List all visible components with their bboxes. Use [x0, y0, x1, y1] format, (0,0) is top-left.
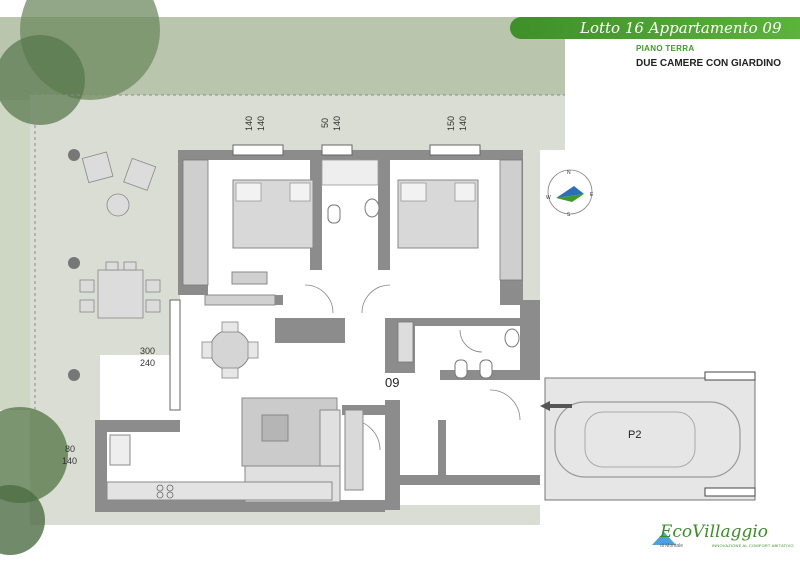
tree-icon: [0, 35, 85, 125]
parking-space: [544, 377, 756, 501]
outdoor-furniture: [79, 151, 161, 319]
page-title: Lotto 16 Appartamento 09: [580, 19, 782, 37]
car-outline: [554, 401, 741, 478]
dimension-label: 140: [458, 115, 468, 131]
dimension-label: 140: [62, 456, 78, 466]
dining-table-icon: [209, 329, 251, 371]
logo-eco: Eco: [660, 522, 693, 542]
unit-number: 09: [385, 375, 400, 390]
car-roof: [584, 411, 696, 468]
kitchen-counter: [106, 481, 333, 501]
toilet-icon: [454, 359, 468, 379]
tree-icon: [0, 407, 68, 503]
compass-w: W: [546, 195, 551, 201]
logo-tagline: INNOVAZIONE AL COMFORT ABITATIVO: [712, 543, 794, 548]
logo-sub: di Montale: [660, 543, 684, 549]
compass-icon: [547, 169, 593, 215]
tree-icon: [0, 485, 45, 555]
entry-arrow-icon: [540, 401, 572, 411]
compass-s: S: [567, 212, 571, 218]
logo-house-icon: [652, 532, 676, 545]
dimension-label: 150: [446, 115, 456, 131]
dimension-label: 50: [320, 118, 330, 129]
dimension-label: 80: [65, 444, 76, 454]
header-bar: [510, 17, 800, 39]
dimension-label: 300: [140, 346, 156, 356]
logo-villaggio: Villaggio: [692, 522, 769, 542]
compass-e: E: [590, 192, 594, 198]
garden-lights: [68, 149, 80, 381]
bidet-icon: [479, 359, 493, 379]
dimension-label: 240: [140, 358, 156, 368]
dimension-label: 140: [244, 115, 254, 131]
parking-label: P2: [628, 429, 642, 441]
sink-icon: [504, 328, 520, 348]
dimension-label: 140: [332, 115, 342, 131]
apartment-type: DUE CAMERE CON GIARDINO: [636, 58, 782, 69]
top-margin: [0, 0, 800, 17]
shower-icon: [321, 159, 379, 186]
dimension-label: 140: [256, 115, 266, 131]
floor-label: PIANO TERRA: [636, 44, 695, 53]
sink-icon: [364, 198, 380, 218]
toilet-icon: [327, 204, 341, 224]
compass-n: N: [567, 170, 571, 176]
logo: EcoVillaggio: [660, 522, 768, 542]
